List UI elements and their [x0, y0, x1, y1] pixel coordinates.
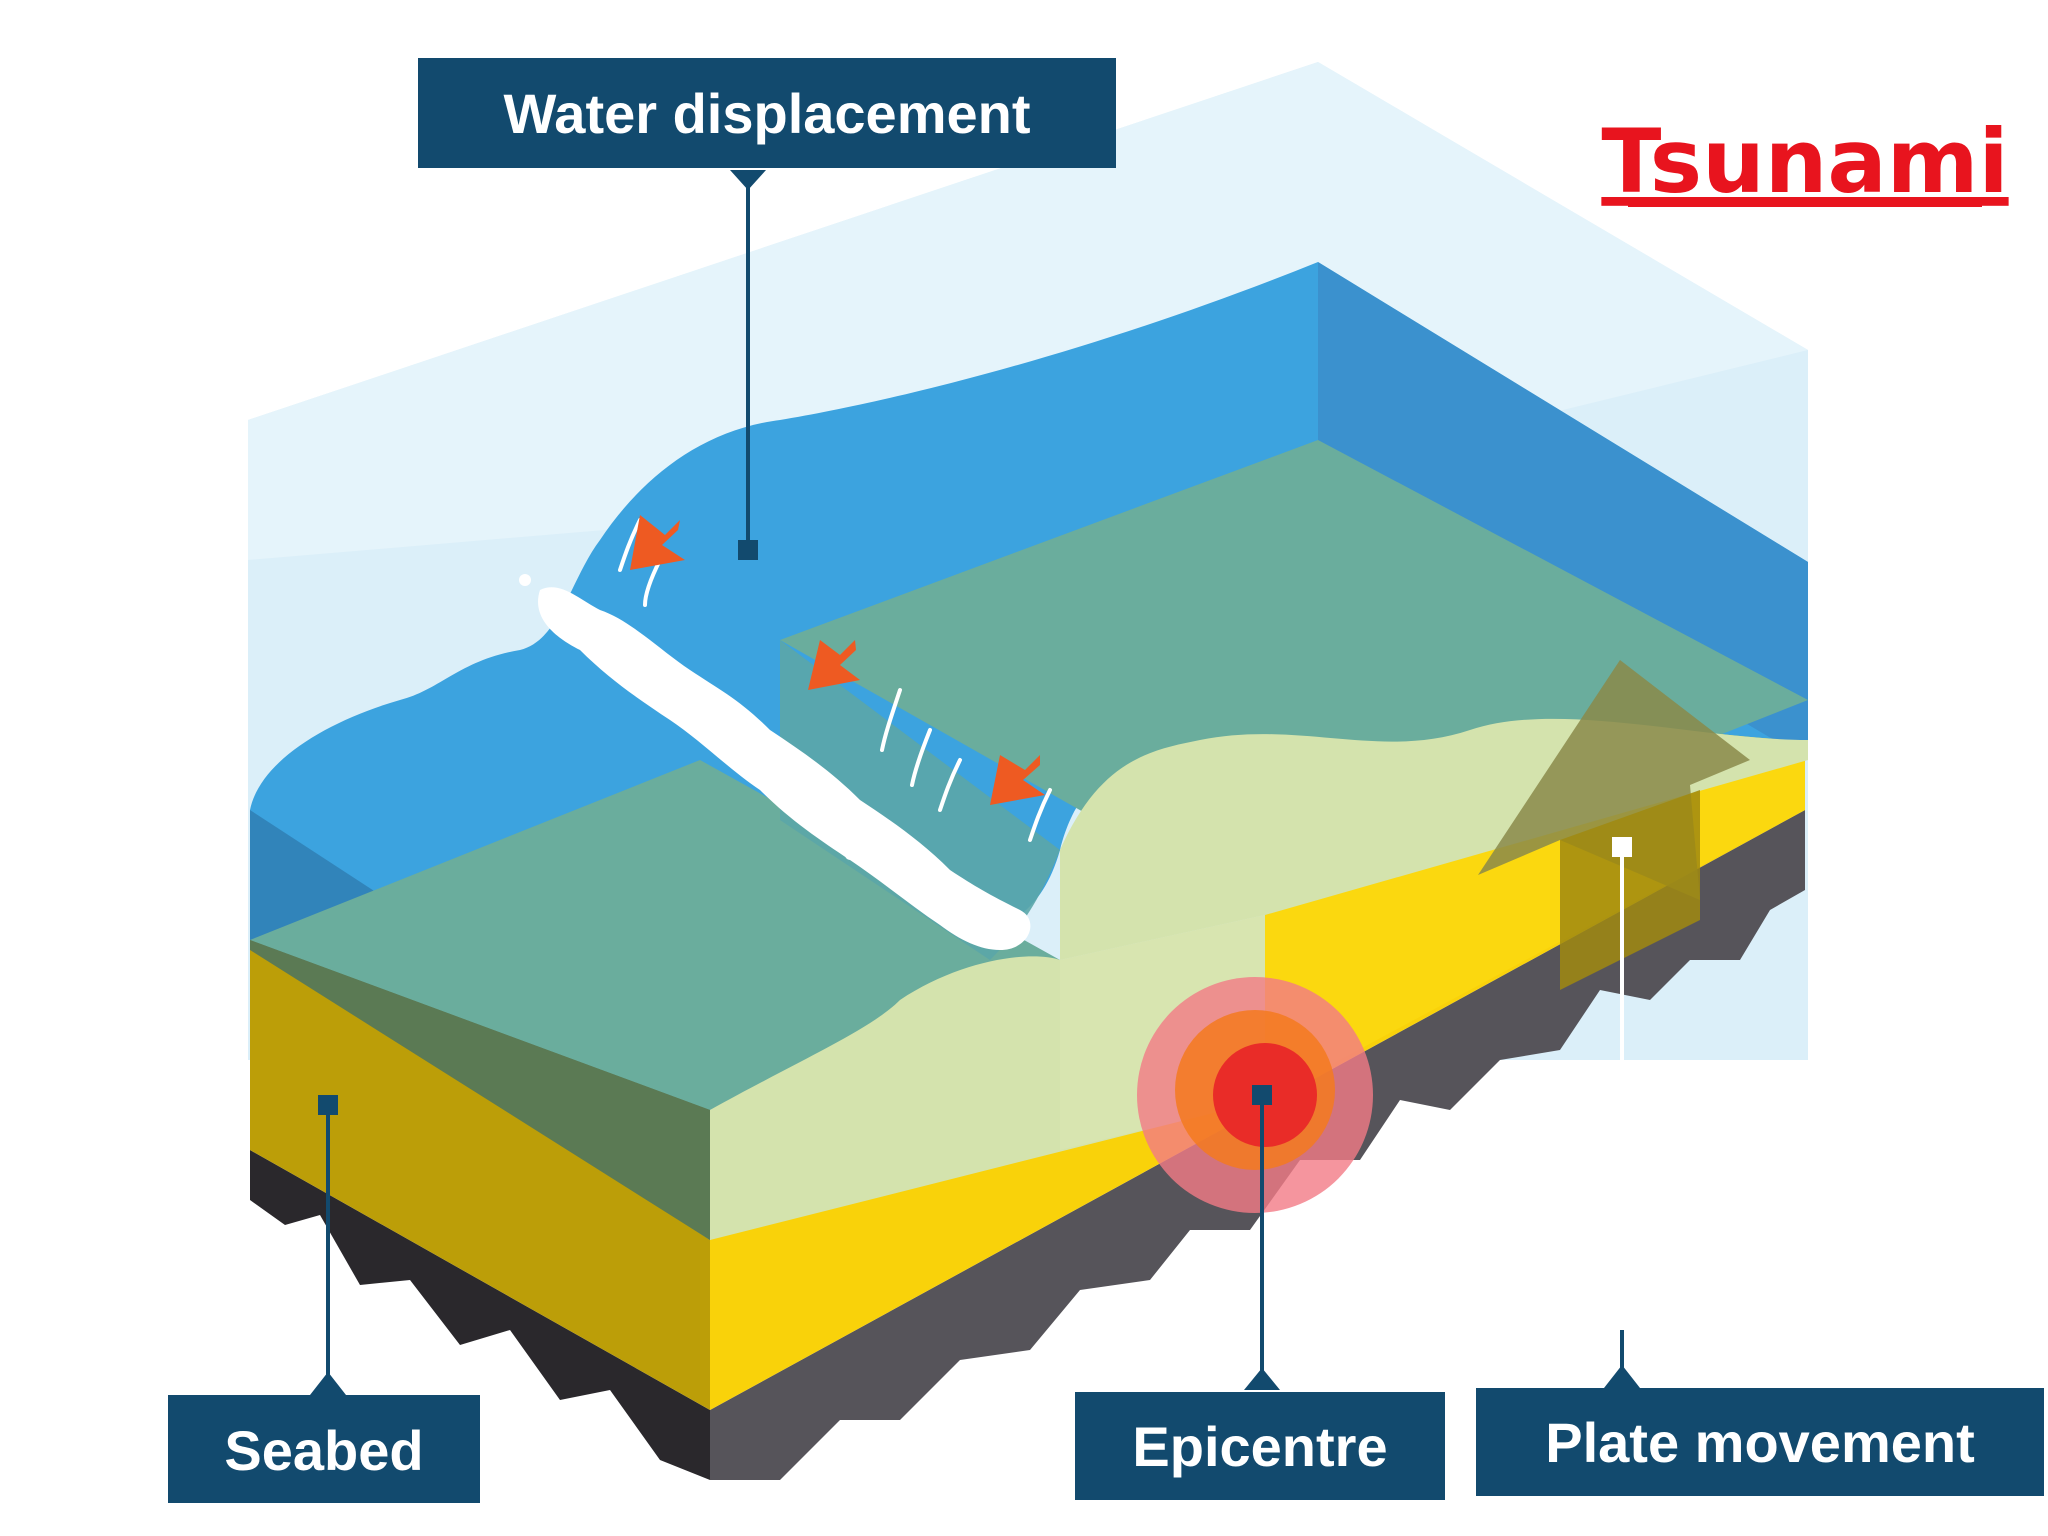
displaced-water-step [780, 640, 1060, 960]
seabed-left-face [250, 940, 710, 1410]
arrow-1-icon [630, 515, 685, 570]
wave-foam [519, 574, 1031, 950]
label-epicentre: Epicentre [1075, 1392, 1445, 1500]
label-seabed: Seabed [168, 1395, 480, 1503]
label-connectors [326, 170, 1624, 1390]
connector-anchors [310, 170, 1640, 1395]
displacement-arrows [630, 515, 1045, 805]
label-seabed-text: Seabed [224, 1419, 423, 1482]
foam-crest [538, 587, 1031, 950]
label-water-displacement-text: Water displacement [504, 82, 1031, 145]
label-water-displacement: Water displacement [418, 58, 1116, 168]
bedrock-left-face [250, 1150, 710, 1480]
water-splashes [618, 518, 1052, 842]
label-plate-movement: Plate movement [1476, 1388, 2044, 1496]
diagram-title: Tsunami [1601, 110, 2008, 213]
plate-movement-arrow [1478, 660, 1750, 990]
label-epicentre-text: Epicentre [1132, 1415, 1387, 1478]
plate-arrow-shaft [1560, 790, 1700, 990]
sea-floor-left [250, 760, 1060, 1240]
arrow-2-icon [808, 640, 860, 690]
arrow-3-icon [990, 755, 1045, 805]
sea-floor-front-left-face [250, 940, 710, 1240]
label-plate-movement-text: Plate movement [1545, 1411, 1975, 1474]
